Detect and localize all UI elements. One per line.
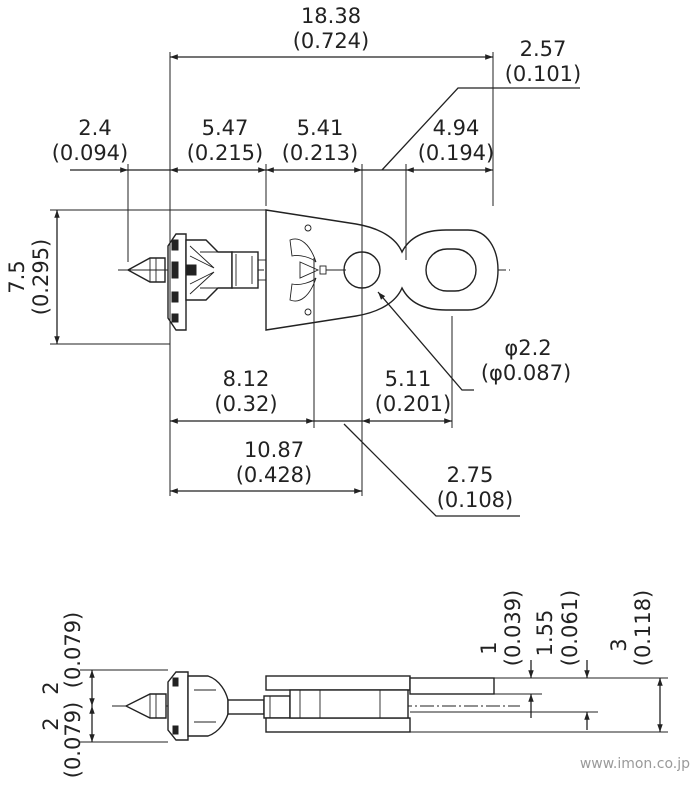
dim-to-plate: 10.87: [244, 438, 304, 462]
dim-tip-inch: (0.101): [505, 62, 582, 86]
dim-overall-inch: (0.724): [293, 29, 370, 53]
dim-body-b-inch: (0.213): [282, 141, 359, 165]
dim-thick-1: 1: [477, 641, 501, 654]
dim-offset: 2.75: [447, 463, 494, 487]
dim-side-upper: 2: [39, 681, 63, 694]
dim-thick-3: 3: [607, 638, 631, 651]
dim-thick-3-inch: (0.118): [631, 590, 655, 667]
dim-body-a: 5.47: [202, 116, 249, 140]
dim-thick-2: 1.55: [533, 610, 557, 657]
dim-eyelet: 4.94: [433, 116, 480, 140]
side-view-part: [112, 671, 520, 741]
dim-side-upper-inch: (0.079): [61, 612, 85, 689]
dim-to-wing: 8.12: [223, 367, 270, 391]
dim-to-wing-inch: (0.32): [214, 392, 277, 416]
dim-to-hole: 5.11: [385, 367, 432, 391]
top-view-dimensions: 18.38 (0.724) 2.57 (0.101) 2.4 (0.094) 5…: [5, 4, 582, 517]
dim-eyelet-inch: (0.194): [418, 141, 495, 165]
dim-overall: 18.38: [301, 4, 361, 28]
watermark: www.imon.co.jp: [580, 756, 690, 772]
dim-to-hole-inch: (0.201): [375, 392, 452, 416]
side-view-dimensions: 2 (0.079) 2 (0.079) 1 (0.039) 1.55 (0.06…: [39, 590, 668, 779]
dim-side-lower: 2: [39, 717, 63, 730]
top-view-part: [118, 209, 510, 331]
dim-nose-inch: (0.094): [52, 141, 129, 165]
dim-body-a-inch: (0.215): [187, 141, 264, 165]
dim-hole: φ2.2: [504, 336, 551, 360]
dim-to-plate-inch: (0.428): [236, 463, 313, 487]
dim-side-lower-inch: (0.079): [61, 702, 85, 779]
dim-height-inch: (0.295): [29, 239, 53, 316]
dim-hole-inch: (φ0.087): [481, 361, 571, 385]
dim-thick-1-inch: (0.039): [501, 590, 525, 667]
dim-height: 7.5: [5, 260, 29, 293]
dim-thick-2-inch: (0.061): [558, 590, 582, 667]
dim-body-b: 5.41: [297, 116, 344, 140]
dim-nose: 2.4: [78, 116, 111, 140]
dim-offset-inch: (0.108): [437, 488, 514, 512]
dim-tip: 2.57: [520, 37, 567, 61]
